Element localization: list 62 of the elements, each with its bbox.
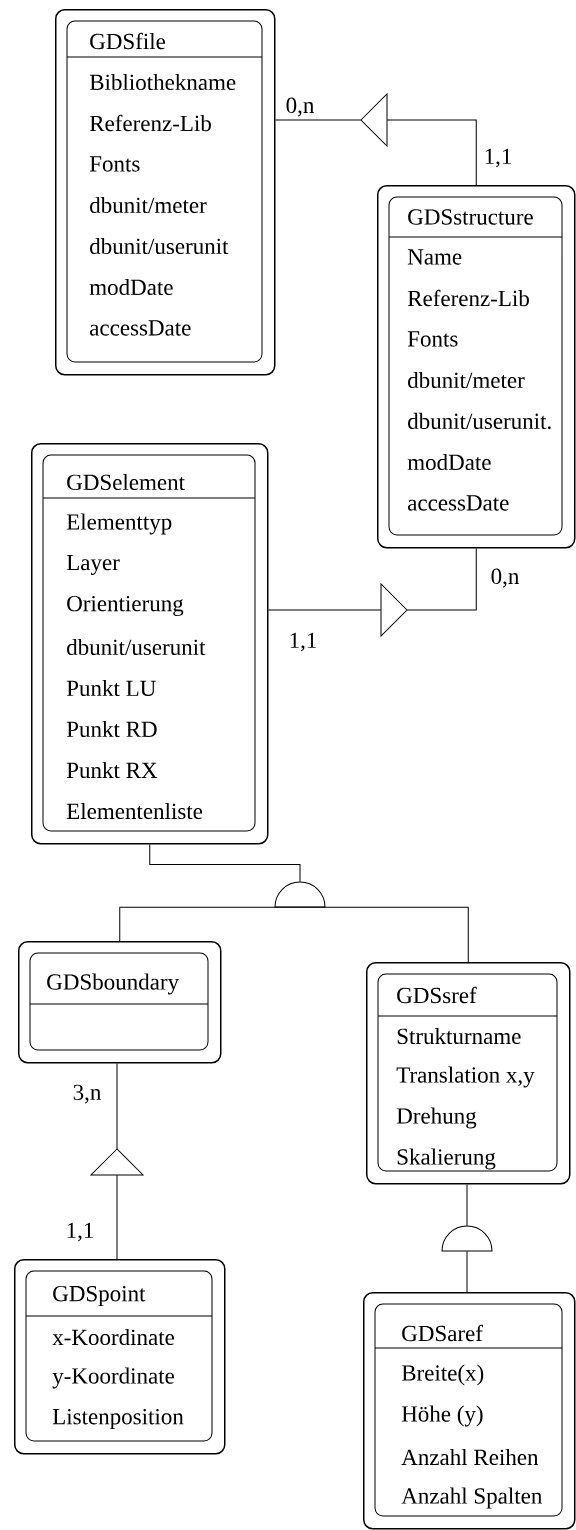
cardinality-label: 3,n [71,1083,103,1105]
attribute-text: Skalierung [397,1148,496,1170]
connector-line [406,548,477,611]
attribute-text: dbunit/meter [408,371,525,389]
attribute-text: Layer [66,555,120,576]
attribute-text: Referenz-Lib [89,114,211,132]
cardinality-label: 1,1 [482,147,514,169]
attribute-text: dbunit/meter [90,196,207,214]
connector-line [299,906,469,963]
connector-line [116,1174,118,1260]
generalization-semicircle [441,1225,493,1252]
connector-line [116,1063,118,1150]
connector-line [268,609,382,611]
attribute-text: Elementenliste [66,802,203,820]
entity-name: GDSpoint [53,1285,146,1307]
cardinality-label: 0,n [284,96,316,118]
attribute-text: Breite(x) [401,1364,484,1386]
attribute-text: Punkt RX [66,761,158,779]
attribute-text: modDate [407,453,491,471]
generalization-semicircle [274,881,326,908]
attribute-text: Listenposition [52,1408,184,1430]
attribute-text: x-Koordinate [52,1328,175,1346]
connector-line [149,844,301,883]
entity-name: GDSstructure [408,209,533,225]
entity-name: GDSsref [397,986,477,1004]
connector-line [466,1250,468,1293]
entity-name: GDSboundary [47,973,179,995]
cardinality-label: 1,1 [64,1221,96,1243]
attribute-text: Punkt RD [66,720,157,738]
attribute-text: modDate [89,278,173,296]
connector-line [119,906,301,942]
attribute-text: Strukturname [397,1027,521,1045]
attribute-text: dbunit/userunit [90,237,229,255]
attribute-text: Drehung [396,1107,477,1129]
connector-line [466,1184,468,1227]
cardinality-label: 0,n [489,567,521,589]
attribute-text: Referenz-Lib [407,289,529,307]
attribute-text: accessDate [408,495,509,511]
attribute-text: Punkt LU [66,679,156,697]
attribute-text: Fonts [407,331,458,347]
attribute-text: Anzahl Spalten [401,1487,543,1509]
entity-name: GDSelement [67,473,185,491]
attribute-text: y-Koordinate [52,1367,175,1389]
attribute-text: dbunit/userunit [67,638,206,656]
relationship-triangle [380,583,408,637]
attribute-text: Elementtyp [66,513,172,535]
attribute-text: Bibliothekname [89,73,236,91]
attribute-text: Orientierung [67,595,184,617]
connector-line [275,119,362,121]
attribute-text: dbunit/userunit. [408,412,551,430]
attribute-text: Translation x,y [396,1066,535,1088]
entity-name: GDSfile [90,32,166,50]
attribute-text: Höhe (y) [401,1405,483,1427]
attribute-text: Anzahl Reihen [401,1448,539,1466]
cardinality-label: 1,1 [287,631,319,653]
connector-line [386,119,477,186]
relationship-triangle [90,1148,144,1176]
attribute-text: accessDate [90,320,191,336]
attribute-text: Fonts [89,156,140,172]
attribute-text: Name [407,249,462,265]
relationship-triangle [360,93,388,147]
entity-name: GDSaref [402,1324,483,1342]
